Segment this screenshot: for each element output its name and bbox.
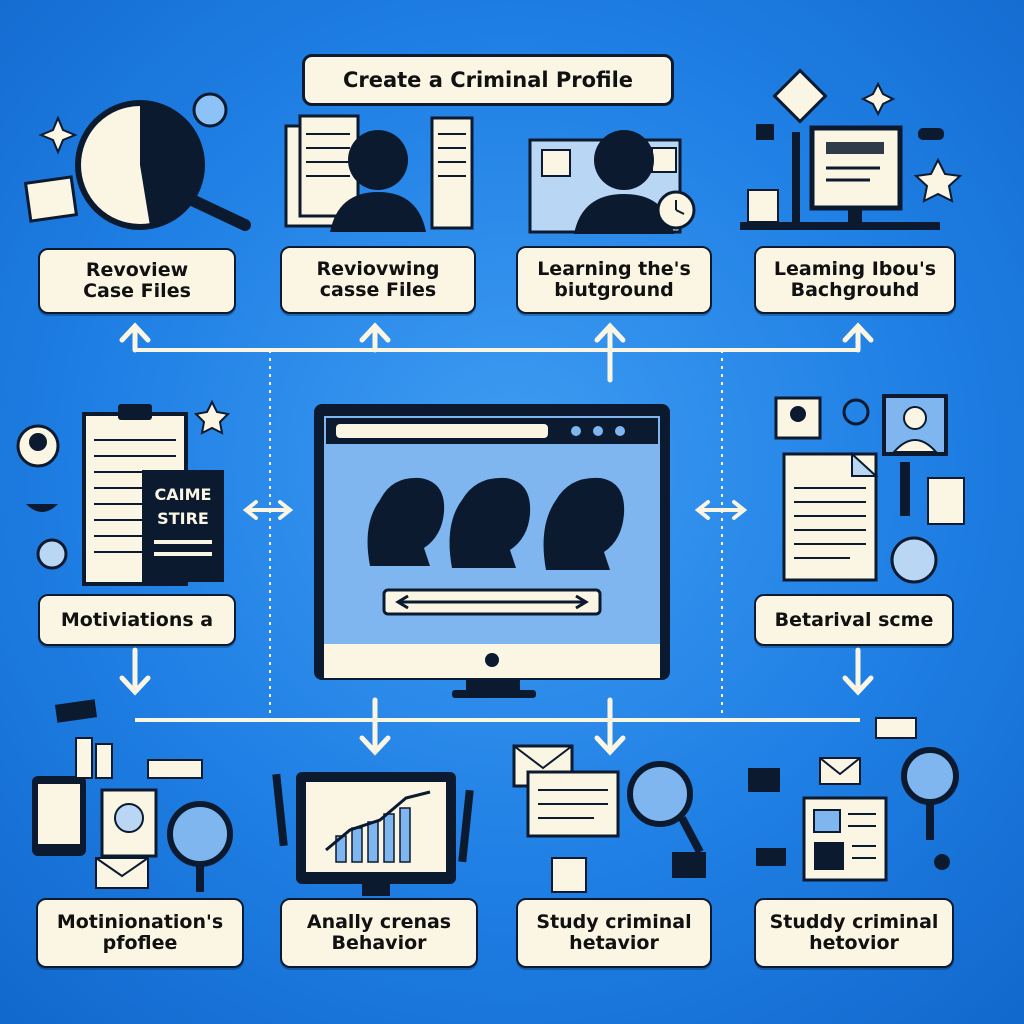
diagram-title: Create a Criminal Profile	[302, 54, 674, 106]
step-label-line2: casse Files	[319, 279, 437, 301]
step-label-line1: Betarival scme	[774, 608, 934, 631]
step-label-learning-background-2: Leaming Ibou's Bachgrouhd	[754, 246, 956, 314]
folder-magnifier-icon	[748, 717, 959, 882]
center-monitor-icon	[314, 404, 670, 698]
step-label-line1: Leaming Ibou's	[773, 258, 937, 281]
step-label-analyze-behavior: Anally crenas Behavior	[280, 898, 478, 968]
magnifier-pie-icon	[23, 92, 251, 231]
background-board-icon	[528, 130, 696, 234]
step-label-line1: Motiviations a	[60, 608, 214, 631]
up-arrow-2	[359, 322, 391, 353]
step-label-motivation-profile: Motinionation's pfoflee	[36, 898, 244, 968]
case-files-silhouette-icon	[284, 114, 474, 232]
clipboard-crime-book-icon	[16, 399, 231, 586]
down-arrow-2	[359, 697, 391, 756]
document-evidence-icon	[774, 394, 965, 584]
step-label-study-criminal-behavior-2: Studdy criminal hetovior	[754, 898, 954, 968]
double-arrow-left	[242, 500, 294, 520]
step-label-study-criminal-behavior: Study criminal hetavior	[516, 898, 712, 968]
down-arrow-1	[119, 647, 151, 696]
tablet-magnifier-icon	[32, 699, 233, 892]
notes-magnifier-icon	[512, 744, 706, 893]
step-label-learning-background: Learning the's biutground	[516, 246, 712, 314]
connector-lines	[135, 348, 860, 722]
step-label-line1: Anally crenas	[306, 911, 452, 934]
silhouette-heads	[367, 477, 625, 570]
up-arrow-3	[594, 322, 626, 383]
step-label-line1: Reviovwing	[316, 258, 440, 281]
step-label-line1: Motinionation's	[56, 911, 224, 934]
up-arrow-4	[842, 322, 874, 353]
step-label-motivations: Motiviations a	[38, 594, 236, 646]
step-label-line2: Bachgrouhd	[790, 279, 920, 301]
step-label-line1: Study criminal	[536, 911, 692, 934]
step-label-line2: pfoflee	[102, 932, 178, 954]
step-label-line2: hetovior	[809, 932, 899, 954]
step-label-line1: Revoview	[85, 259, 189, 282]
step-label-line1: Studdy criminal	[769, 911, 939, 934]
step-label-line2: Case Files	[83, 280, 191, 302]
step-label-review-case-files: Revoview Case Files	[38, 248, 236, 314]
step-label-line1: Learning the's	[537, 258, 691, 281]
step-label-line2: hetavior	[569, 932, 659, 954]
analytics-monitor-icon	[272, 772, 474, 896]
crime-book-line2: STIRE	[157, 509, 209, 528]
desk-monitor-icon	[740, 68, 963, 230]
down-arrow-3	[594, 697, 626, 756]
double-arrow-right	[694, 500, 748, 520]
down-arrow-4	[842, 647, 874, 696]
step-label-reviewing-case-files: Reviovwing casse Files	[280, 246, 476, 314]
step-label-line2: biutground	[554, 279, 674, 301]
crime-book-line1: CAIME	[155, 485, 212, 504]
up-arrows	[119, 322, 874, 383]
step-label-behavioral-scheme: Betarival scme	[754, 594, 954, 646]
down-arrows	[119, 647, 874, 756]
up-arrow-1	[119, 322, 151, 353]
step-label-line2: Behavior	[331, 932, 427, 954]
